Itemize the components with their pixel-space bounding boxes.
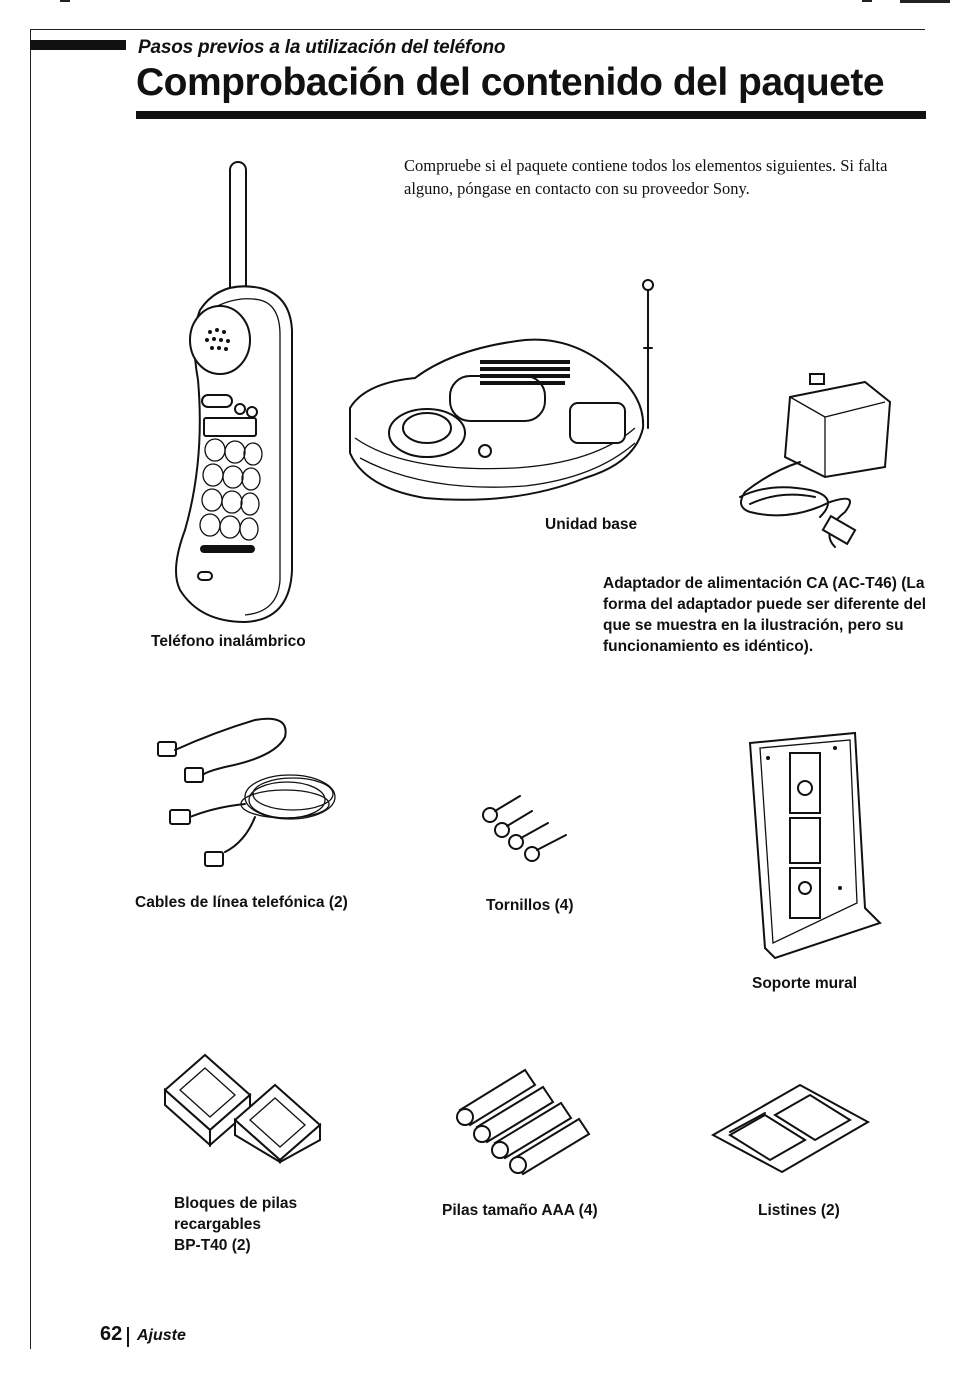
crop-mark <box>900 0 950 3</box>
base-unit-illustration <box>349 279 654 501</box>
footer-separator <box>127 1327 129 1347</box>
wall-bracket-illustration <box>748 731 882 960</box>
label-packs-line3: BP-T40 (2) <box>174 1237 251 1254</box>
page-title: Comprobación del contenido del paquete <box>136 61 885 104</box>
top-rule <box>30 29 925 30</box>
page-subtitle: Pasos previos a la utilización del teléf… <box>138 37 506 58</box>
crop-mark <box>862 0 872 2</box>
directories-illustration <box>710 1083 871 1174</box>
label-packs-line2: recargables <box>174 1216 262 1233</box>
page-number: 62 <box>100 1323 123 1345</box>
label-wall-bracket: Soporte mural <box>752 975 858 992</box>
label-aaa: Pilas tamaño AAA (4) <box>442 1202 598 1219</box>
title-rule <box>136 111 926 119</box>
label-cables: Cables de línea telefónica (2) <box>135 894 348 911</box>
label-ac-adapter: Adaptador de alimentación CA (AC-T46) (L… <box>603 575 926 655</box>
ac-adapter-illustration <box>739 373 892 548</box>
aaa-batteries-illustration <box>456 1068 591 1176</box>
intro-text: Compruebe si el paquete contiene todos l… <box>404 156 888 198</box>
label-screws: Tornillos (4) <box>486 897 574 914</box>
battery-packs-illustration <box>163 1053 322 1164</box>
left-rule <box>30 29 31 1349</box>
label-handset: Teléfono inalámbrico <box>151 633 306 650</box>
label-base-unit: Unidad base <box>545 516 638 533</box>
label-packs-line1: Bloques de pilas <box>174 1195 298 1212</box>
label-directories: Listines (2) <box>758 1202 840 1219</box>
telephone-cables-illustration <box>157 717 336 867</box>
screws-illustration <box>482 795 567 862</box>
cordless-handset-illustration <box>175 161 293 624</box>
section-name: Ajuste <box>137 1327 186 1344</box>
header-bar <box>30 40 126 50</box>
crop-mark <box>60 0 70 2</box>
